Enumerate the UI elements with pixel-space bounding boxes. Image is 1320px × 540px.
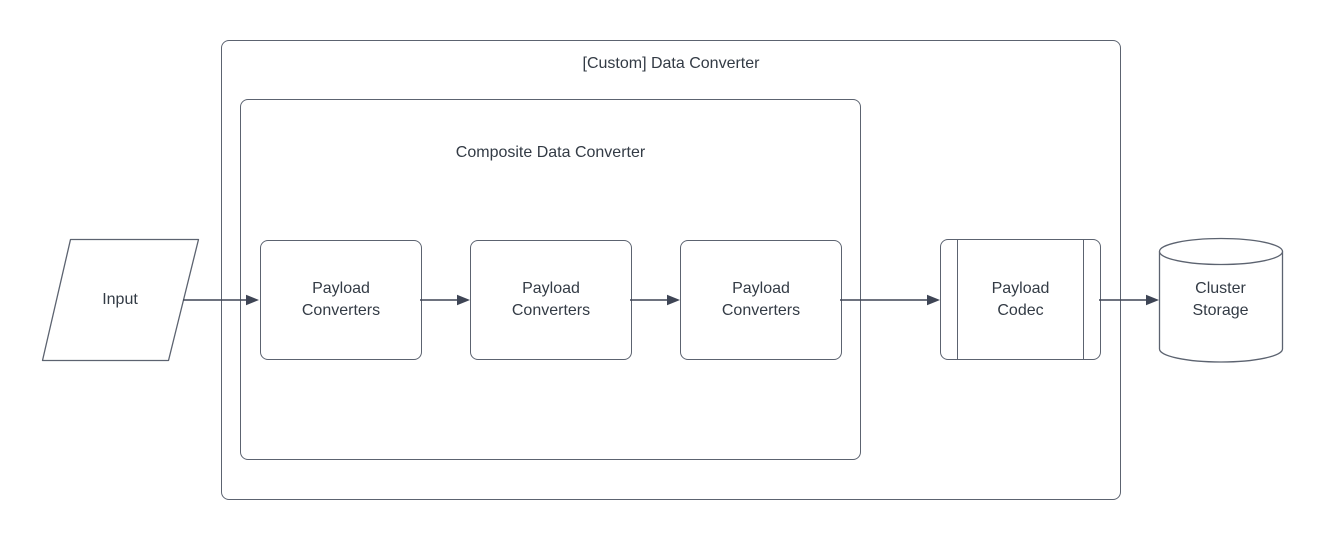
- node-input: Input: [42, 239, 198, 360]
- codec-left-divider: [957, 240, 958, 359]
- payload-converters-3-label: Payload Converters: [721, 280, 801, 319]
- node-payload-converters-2: Payload Converters: [470, 240, 632, 360]
- input-label: Input: [102, 290, 138, 308]
- edge-codec-to-storage-arrowhead: [1146, 294, 1159, 306]
- node-payload-converters-3: Payload Converters: [680, 240, 842, 360]
- payload-converters-2-label: Payload Converters: [511, 280, 591, 319]
- group-composite-data-converter: Composite Data Converter: [240, 99, 861, 460]
- node-payload-codec: Payload Codec: [940, 239, 1101, 360]
- payload-codec-label: Payload Codec: [991, 279, 1050, 319]
- composite-data-converter-title: Composite Data Converter: [455, 144, 646, 161]
- cluster-storage-label: Cluster Storage: [1192, 280, 1249, 319]
- group-custom-data-converter: [Custom] Data Converter: [221, 40, 1121, 500]
- payload-converters-1-label: Payload Converters: [301, 280, 381, 319]
- node-payload-converters-1: Payload Converters: [260, 240, 422, 360]
- node-cluster-storage: Cluster Storage: [1159, 240, 1282, 360]
- custom-data-converter-title: [Custom] Data Converter: [582, 55, 760, 72]
- codec-right-divider: [1083, 240, 1084, 359]
